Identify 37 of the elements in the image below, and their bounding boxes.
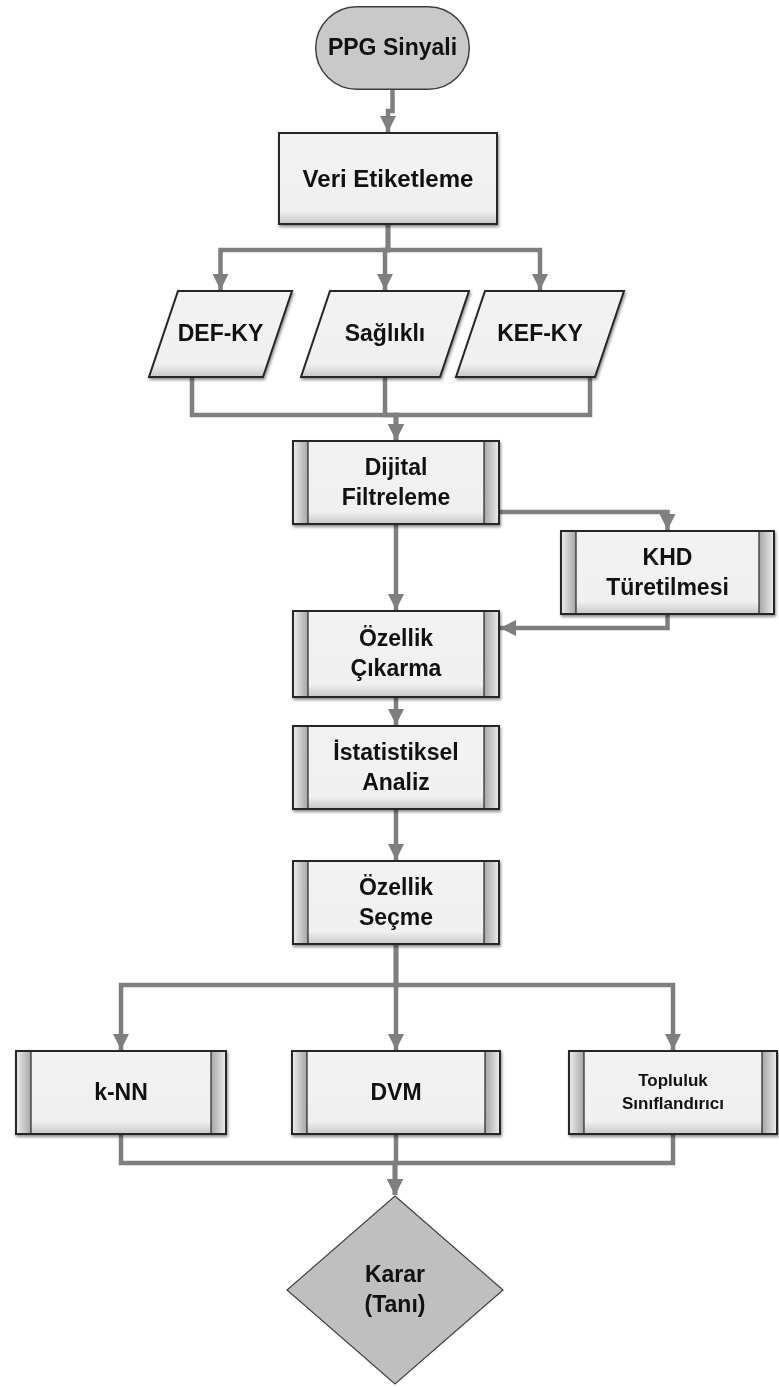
node-label: KEF-KY xyxy=(497,319,583,349)
connector-arrow xyxy=(387,1135,676,1195)
data-parallelogram xyxy=(455,290,625,378)
node-label: DEF-KY xyxy=(177,319,264,349)
predefined-process-box xyxy=(292,860,500,945)
connector-arrow xyxy=(380,90,396,132)
connector-arrow xyxy=(388,698,404,725)
predefined-process-box xyxy=(291,1050,501,1135)
node-label: İstatistiksel Analiz xyxy=(332,737,460,797)
connector-arrow xyxy=(385,225,548,290)
process-box xyxy=(278,132,498,225)
decision-diamond xyxy=(286,1195,504,1385)
node-label: Özellik Seçme xyxy=(357,872,435,932)
connector-arrow xyxy=(500,509,676,530)
connector-arrow xyxy=(388,378,593,440)
connector-arrow xyxy=(388,525,404,610)
data-parallelogram xyxy=(300,290,470,378)
node-label: Karar (Tanı) xyxy=(363,1260,427,1319)
node-label: Dijital Filtreleme xyxy=(340,452,452,512)
predefined-process-box xyxy=(292,440,500,525)
node-label: PPG Sinyali xyxy=(327,33,458,63)
connector-arrow xyxy=(393,945,681,1050)
data-parallelogram xyxy=(148,290,293,378)
node-label: k-NN xyxy=(94,1077,148,1107)
node-label: Veri Etiketleme xyxy=(302,163,474,194)
connector-arrow xyxy=(500,615,670,636)
predefined-process-box xyxy=(15,1050,227,1135)
predefined-process-box xyxy=(560,530,775,615)
predefined-process-box xyxy=(568,1050,778,1135)
node-label: Özellik Çıkarma xyxy=(349,624,443,683)
predefined-process-box xyxy=(292,610,500,698)
connector-arrow xyxy=(388,810,404,860)
node-label: Topluluk Sınıflandırıcı xyxy=(621,1070,725,1115)
node-label: Sağlıklı xyxy=(344,319,426,349)
predefined-process-box xyxy=(292,725,500,810)
node-label: KHD Türetilmesi xyxy=(605,542,730,602)
node-label: DVM xyxy=(370,1077,422,1107)
